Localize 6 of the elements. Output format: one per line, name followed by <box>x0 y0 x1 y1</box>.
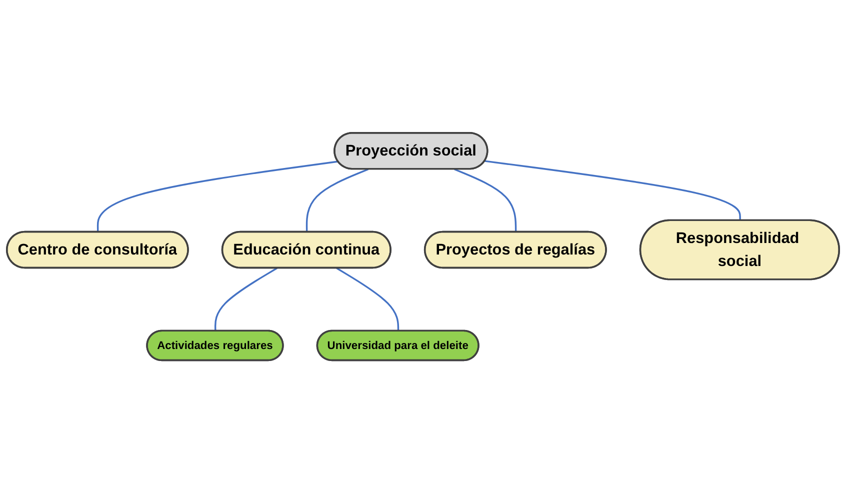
connector <box>306 168 369 232</box>
connector <box>214 267 278 332</box>
connector <box>484 160 741 221</box>
connector <box>336 267 400 332</box>
connector <box>454 168 517 232</box>
connector <box>96 160 338 232</box>
